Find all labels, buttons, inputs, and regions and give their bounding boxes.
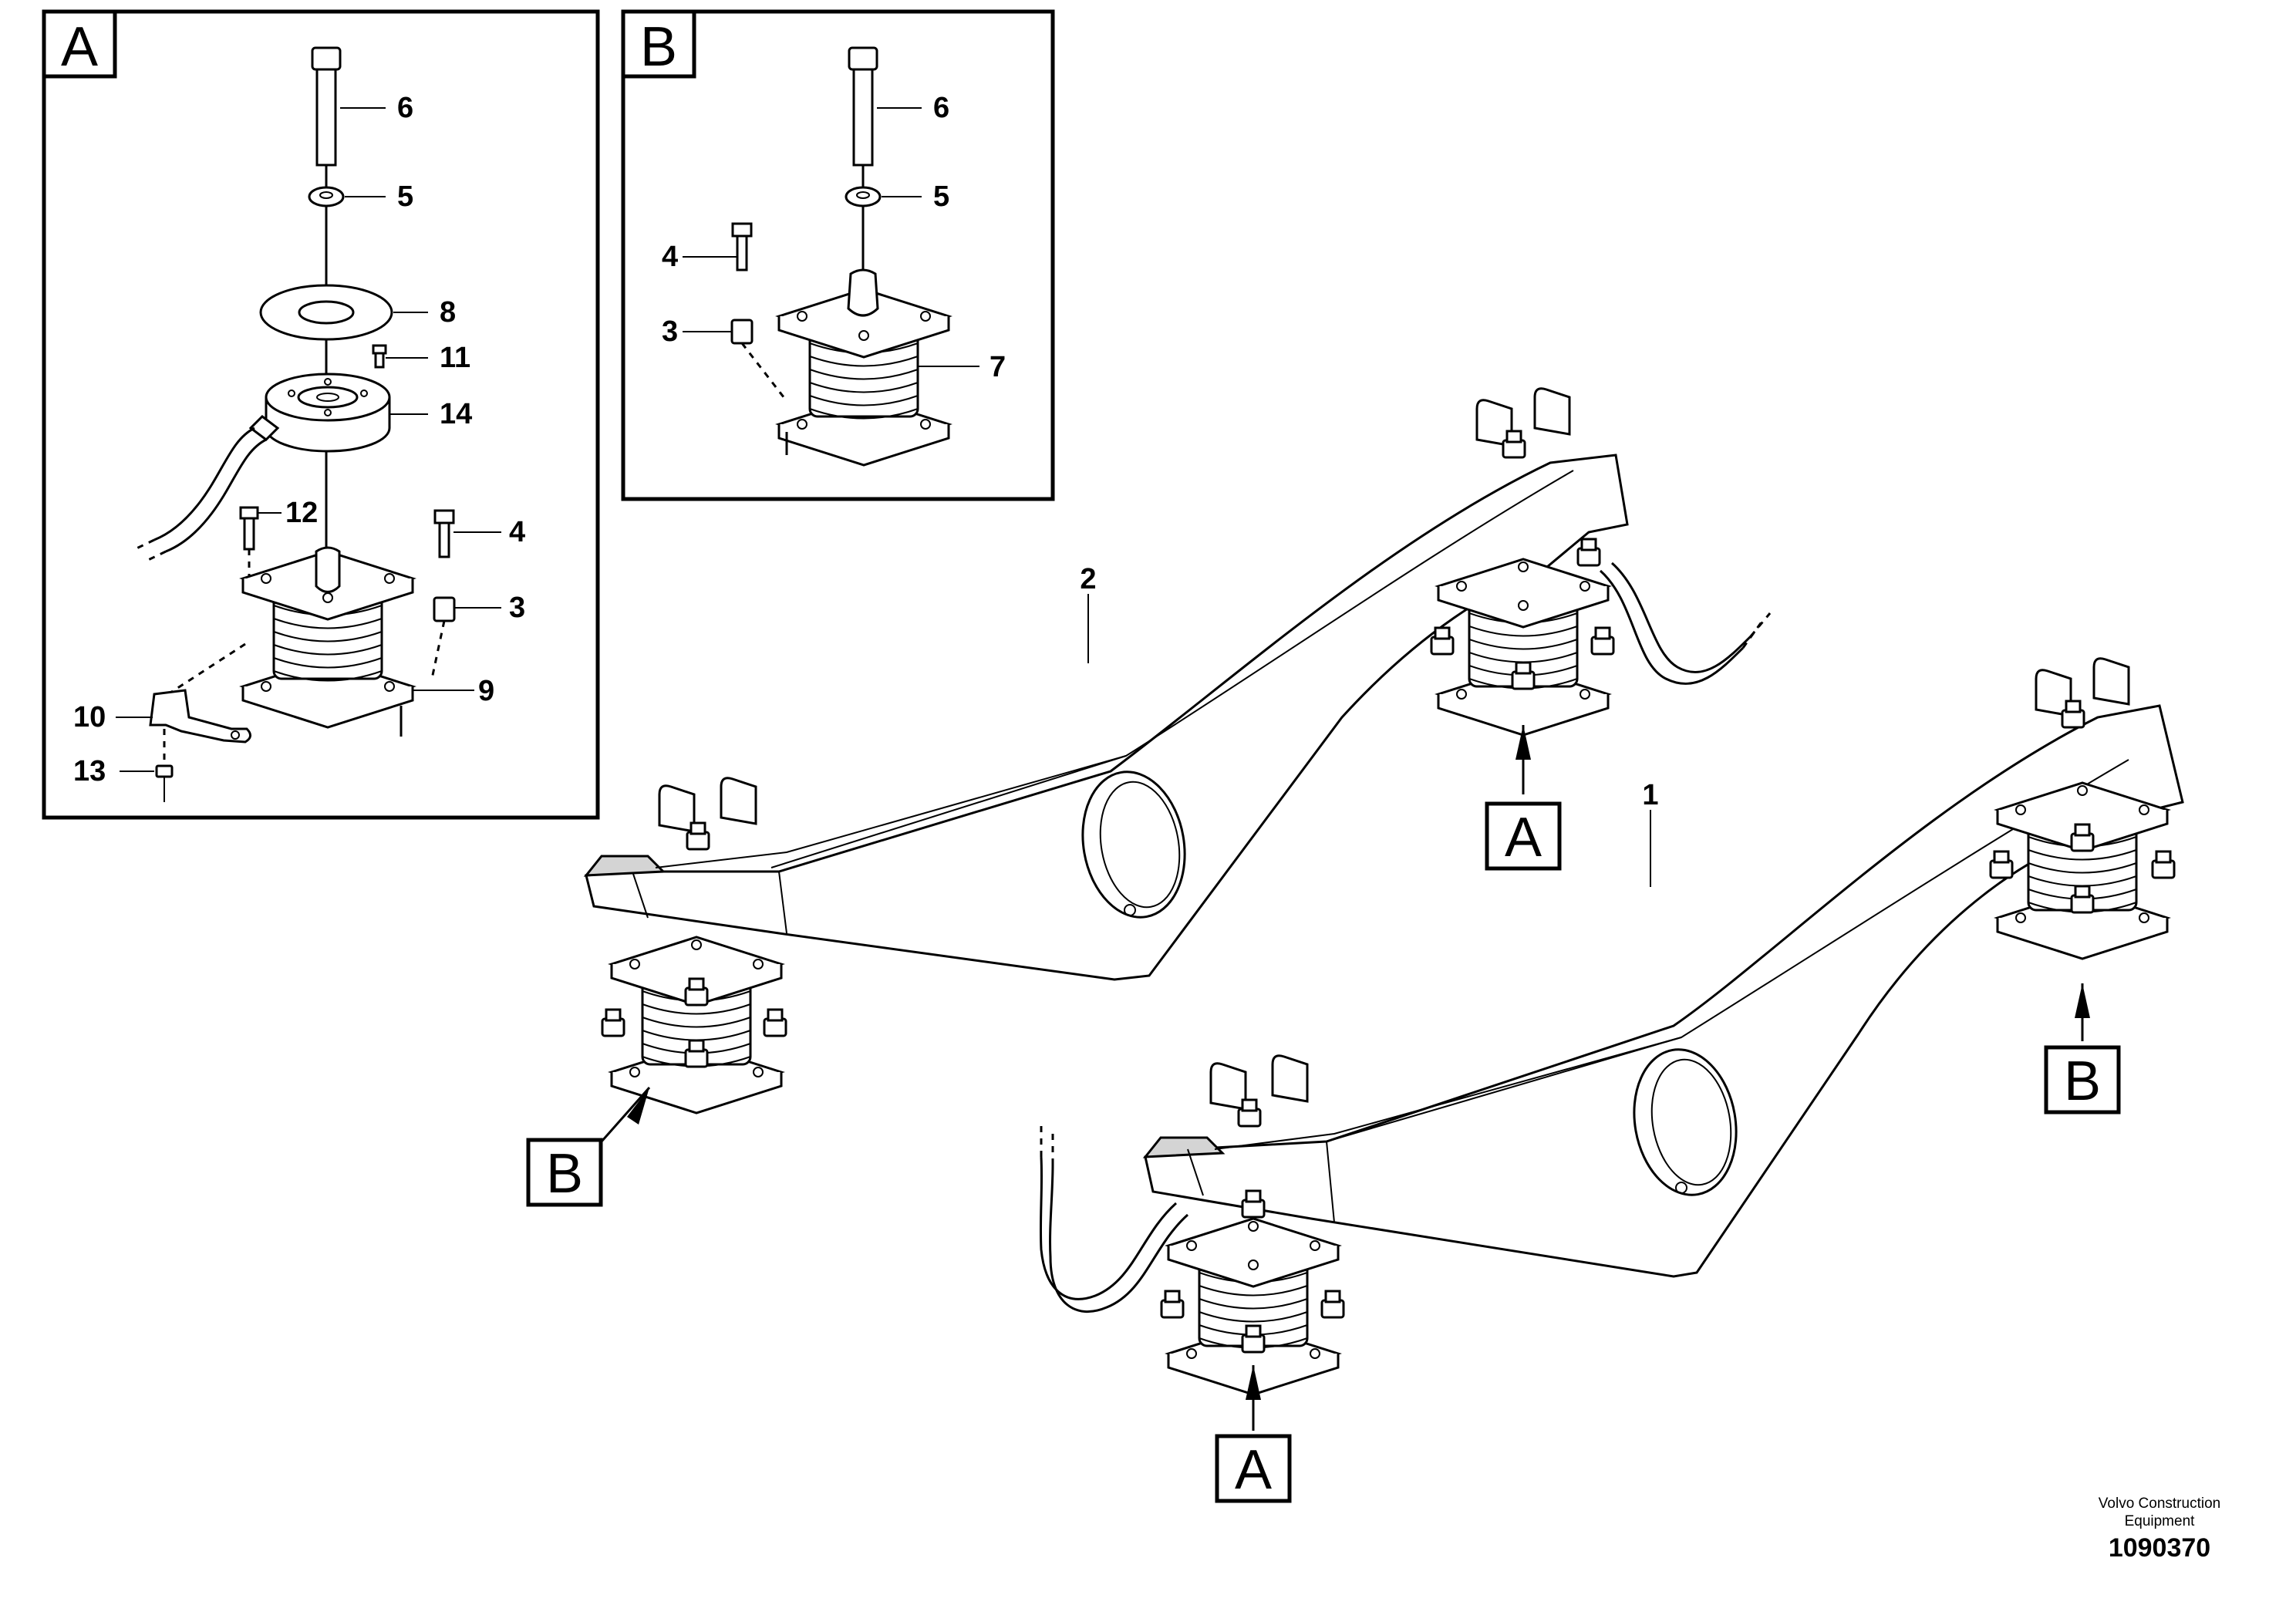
rear-frame-assembly: 2 — [583, 387, 1772, 1114]
rubber-mount — [241, 546, 474, 737]
pointer-b-front: B — [2044, 983, 2121, 1114]
rear-frame-bore — [1081, 771, 1186, 919]
spacer — [683, 319, 788, 402]
bolt — [848, 46, 922, 270]
callout-a-14: 14 — [440, 398, 472, 430]
washer — [308, 186, 345, 207]
bolt — [311, 46, 386, 167]
callout-a-3: 3 — [509, 592, 525, 624]
drawing-number: 1090370 — [2108, 1533, 2211, 1563]
callout-a-9: 9 — [478, 675, 494, 707]
load-cell — [134, 373, 428, 562]
inset-b-letter-box — [621, 9, 696, 79]
flange-screw — [683, 222, 753, 271]
callout-a-5: 5 — [397, 180, 413, 213]
front-frame-label: 1 — [1642, 779, 1658, 811]
inset-a-letter: A — [61, 16, 98, 78]
callout-a-8: 8 — [440, 296, 456, 329]
nut — [120, 729, 174, 802]
company-credit: Volvo Construction Equipment — [2036, 1495, 2283, 1530]
callout-a-13: 13 — [73, 755, 106, 787]
callout-a-10: 10 — [73, 701, 106, 733]
pointer-a-front: A — [1215, 1365, 1292, 1503]
pointer-a-rear: A — [1485, 725, 1562, 871]
company-line-1: Volvo Construction — [2098, 1496, 2221, 1512]
pointer-a-front-letter: A — [1235, 1439, 1272, 1501]
inset-b: B 6 5 4 3 7 — [621, 9, 1055, 501]
front-frame-bore — [1633, 1048, 1738, 1196]
company-line-2: Equipment — [2124, 1513, 2195, 1529]
callout-a-12: 12 — [285, 497, 318, 529]
callout-b-4: 4 — [662, 241, 678, 273]
pointer-a-rear-letter: A — [1505, 807, 1542, 868]
inset-a-letter-box — [42, 9, 117, 79]
callout-a-4: 4 — [509, 516, 525, 548]
washer — [845, 186, 882, 207]
pointer-b-front-letter: B — [2064, 1050, 2101, 1112]
callout-b-6: 6 — [933, 92, 949, 124]
front-frame-assembly: 1 — [1039, 657, 2184, 1396]
callout-b-3: 3 — [662, 315, 678, 348]
spacer — [430, 596, 501, 679]
callout-a-11: 11 — [440, 342, 470, 374]
callout-a-6: 6 — [397, 92, 413, 124]
small-screw — [372, 344, 428, 369]
callout-b-7: 7 — [990, 351, 1006, 383]
callout-b-5: 5 — [933, 180, 949, 213]
pointer-b-rear: B — [526, 1087, 651, 1207]
rear-frame-label: 2 — [1080, 563, 1096, 595]
rubber-mount — [777, 268, 979, 467]
inset-a: A 6 5 8 11 — [42, 9, 600, 820]
flange-screw — [433, 509, 501, 558]
inset-b-letter: B — [640, 16, 677, 78]
bracket — [116, 642, 251, 744]
upper-screw — [239, 506, 282, 578]
pointer-b-rear-letter: B — [546, 1143, 583, 1205]
